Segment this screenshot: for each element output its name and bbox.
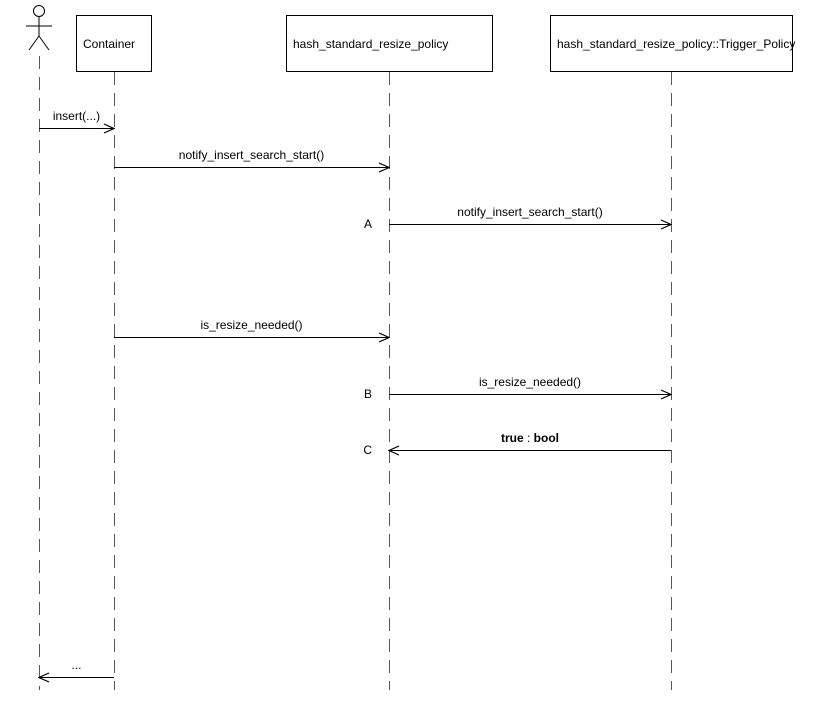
participant-box-policy: hash_standard_resize_policy (286, 15, 493, 72)
arrowhead-left-icon (388, 445, 400, 456)
message-label: ... (71, 658, 82, 672)
arrowhead-right-icon (660, 219, 672, 230)
message-line (389, 224, 671, 225)
participant-label: hash_standard_resize_policy::Trigger_Pol… (557, 36, 796, 51)
participant-label: hash_standard_resize_policy (293, 36, 449, 51)
arrowhead-right-icon (660, 389, 672, 400)
message-line (114, 167, 389, 168)
message-line (114, 337, 389, 338)
actor-icon (26, 5, 52, 51)
arrowhead-right-icon (378, 162, 390, 173)
return-value: true (500, 431, 524, 445)
message-label: notify_insert_search_start() (178, 148, 325, 162)
message-label: is_resize_needed() (478, 375, 582, 389)
lifeline-trigger-policy (671, 72, 672, 690)
lifeline-actor (39, 56, 40, 690)
arrowhead-left-icon (38, 672, 50, 683)
lifeline-container (114, 72, 115, 690)
message-label: insert(...) (52, 109, 101, 123)
seq-label-b: B (363, 387, 372, 401)
message-line (39, 677, 114, 678)
lifeline-policy (389, 72, 390, 690)
participant-box-container: Container (76, 15, 152, 72)
message-line (389, 450, 671, 451)
message-label: true : bool (389, 431, 671, 445)
seq-label-a: A (363, 217, 372, 231)
participant-box-trigger-policy: hash_standard_resize_policy::Trigger_Pol… (550, 15, 796, 72)
message-line (39, 128, 114, 129)
arrowhead-right-icon (378, 332, 390, 343)
participant-label: Container (83, 36, 136, 51)
seq-label-c: C (363, 443, 372, 457)
message-label: notify_insert_search_start() (457, 205, 603, 219)
return-separator: : (523, 431, 534, 445)
return-type: bool (533, 431, 559, 445)
message-line (389, 394, 671, 395)
message-label: is_resize_needed() (200, 318, 303, 332)
arrowhead-right-icon (103, 123, 115, 134)
